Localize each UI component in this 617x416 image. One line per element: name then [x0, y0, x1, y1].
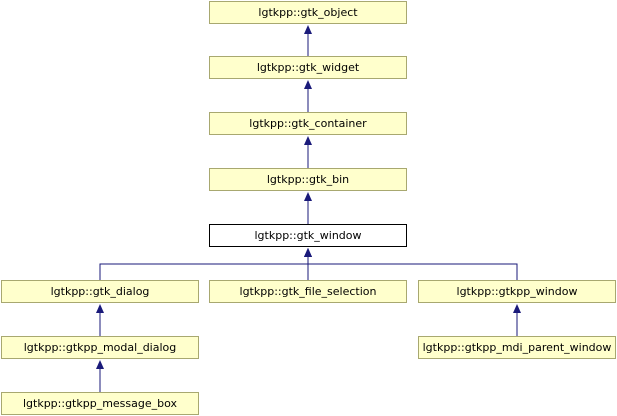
- node-gtk-dialog[interactable]: lgtkpp::gtk_dialog: [1, 280, 199, 303]
- node-gtkpp-message-box[interactable]: lgtkpp::gtkpp_message_box: [1, 392, 199, 415]
- arrowhead-gtk_window: [304, 248, 312, 257]
- arrowhead-gtk_bin: [304, 192, 312, 201]
- arrowhead-gtk_object: [304, 25, 312, 34]
- node-gtkpp-window[interactable]: lgtkpp::gtkpp_window: [418, 280, 616, 303]
- node-gtkpp-modal-dialog[interactable]: lgtkpp::gtkpp_modal_dialog: [1, 336, 199, 359]
- node-gtk-file-selection[interactable]: lgtkpp::gtk_file_selection: [209, 280, 407, 303]
- node-gtk-container[interactable]: lgtkpp::gtk_container: [209, 112, 407, 135]
- node-gtk-window: lgtkpp::gtk_window: [209, 224, 407, 247]
- arrowhead-gtkpp_modal_dialog: [96, 360, 104, 369]
- arrowhead-gtkpp_window: [513, 304, 521, 313]
- arrowhead-gtk_widget: [304, 80, 312, 89]
- node-gtk-widget[interactable]: lgtkpp::gtk_widget: [209, 56, 407, 79]
- node-gtkpp-mdi-parent-window[interactable]: lgtkpp::gtkpp_mdi_parent_window: [418, 336, 616, 359]
- edge-gtk_dialog-to-gtk_window: [99, 256, 309, 280]
- node-gtk-object[interactable]: lgtkpp::gtk_object: [209, 1, 407, 24]
- edge-gtkpp_window-to-gtk_window: [307, 256, 518, 280]
- arrowhead-gtk_container: [304, 136, 312, 145]
- node-gtk-bin[interactable]: lgtkpp::gtk_bin: [209, 168, 407, 191]
- arrowhead-gtk_dialog: [96, 304, 104, 313]
